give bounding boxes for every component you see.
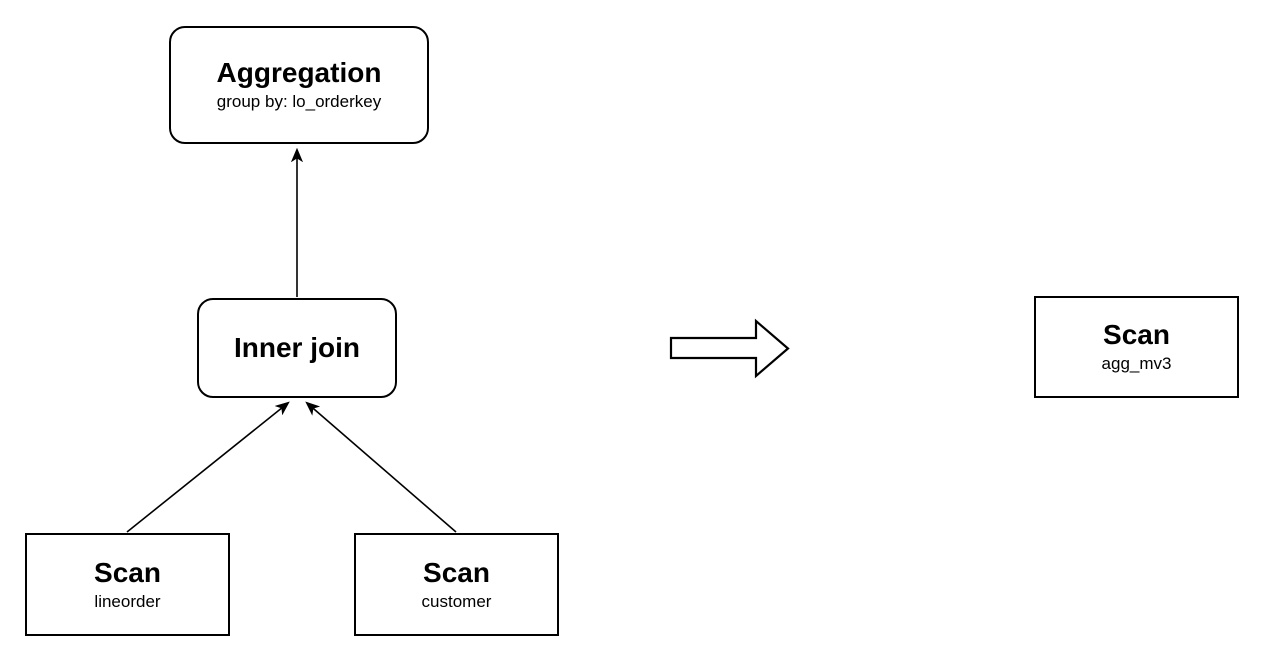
node-scan-agg-mv3: Scan agg_mv3: [1034, 296, 1239, 398]
node-aggregation-title: Aggregation: [216, 57, 382, 88]
node-inner-join: Inner join: [197, 298, 397, 398]
node-inner-join-title: Inner join: [234, 332, 360, 363]
node-scan-customer: Scan customer: [354, 533, 559, 636]
rewrite-arrow-icon: [669, 318, 790, 379]
node-scan-lineorder-subtitle: lineorder: [94, 591, 161, 611]
node-scan-lineorder-title: Scan: [94, 556, 161, 588]
edge-scanlineorder-to-innerjoin: [126, 403, 288, 533]
node-aggregation-subtitle: group by: lo_orderkey: [216, 92, 382, 111]
edge-scancustomer-to-innerjoin: [307, 403, 457, 533]
node-scan-agg-mv3-subtitle: agg_mv3: [1101, 354, 1172, 373]
node-scan-lineorder: Scan lineorder: [25, 533, 230, 636]
node-scan-customer-subtitle: customer: [421, 591, 492, 611]
node-scan-agg-mv3-title: Scan: [1103, 319, 1170, 350]
node-aggregation: Aggregation group by: lo_orderkey: [169, 26, 429, 144]
node-scan-customer-title: Scan: [423, 556, 490, 588]
